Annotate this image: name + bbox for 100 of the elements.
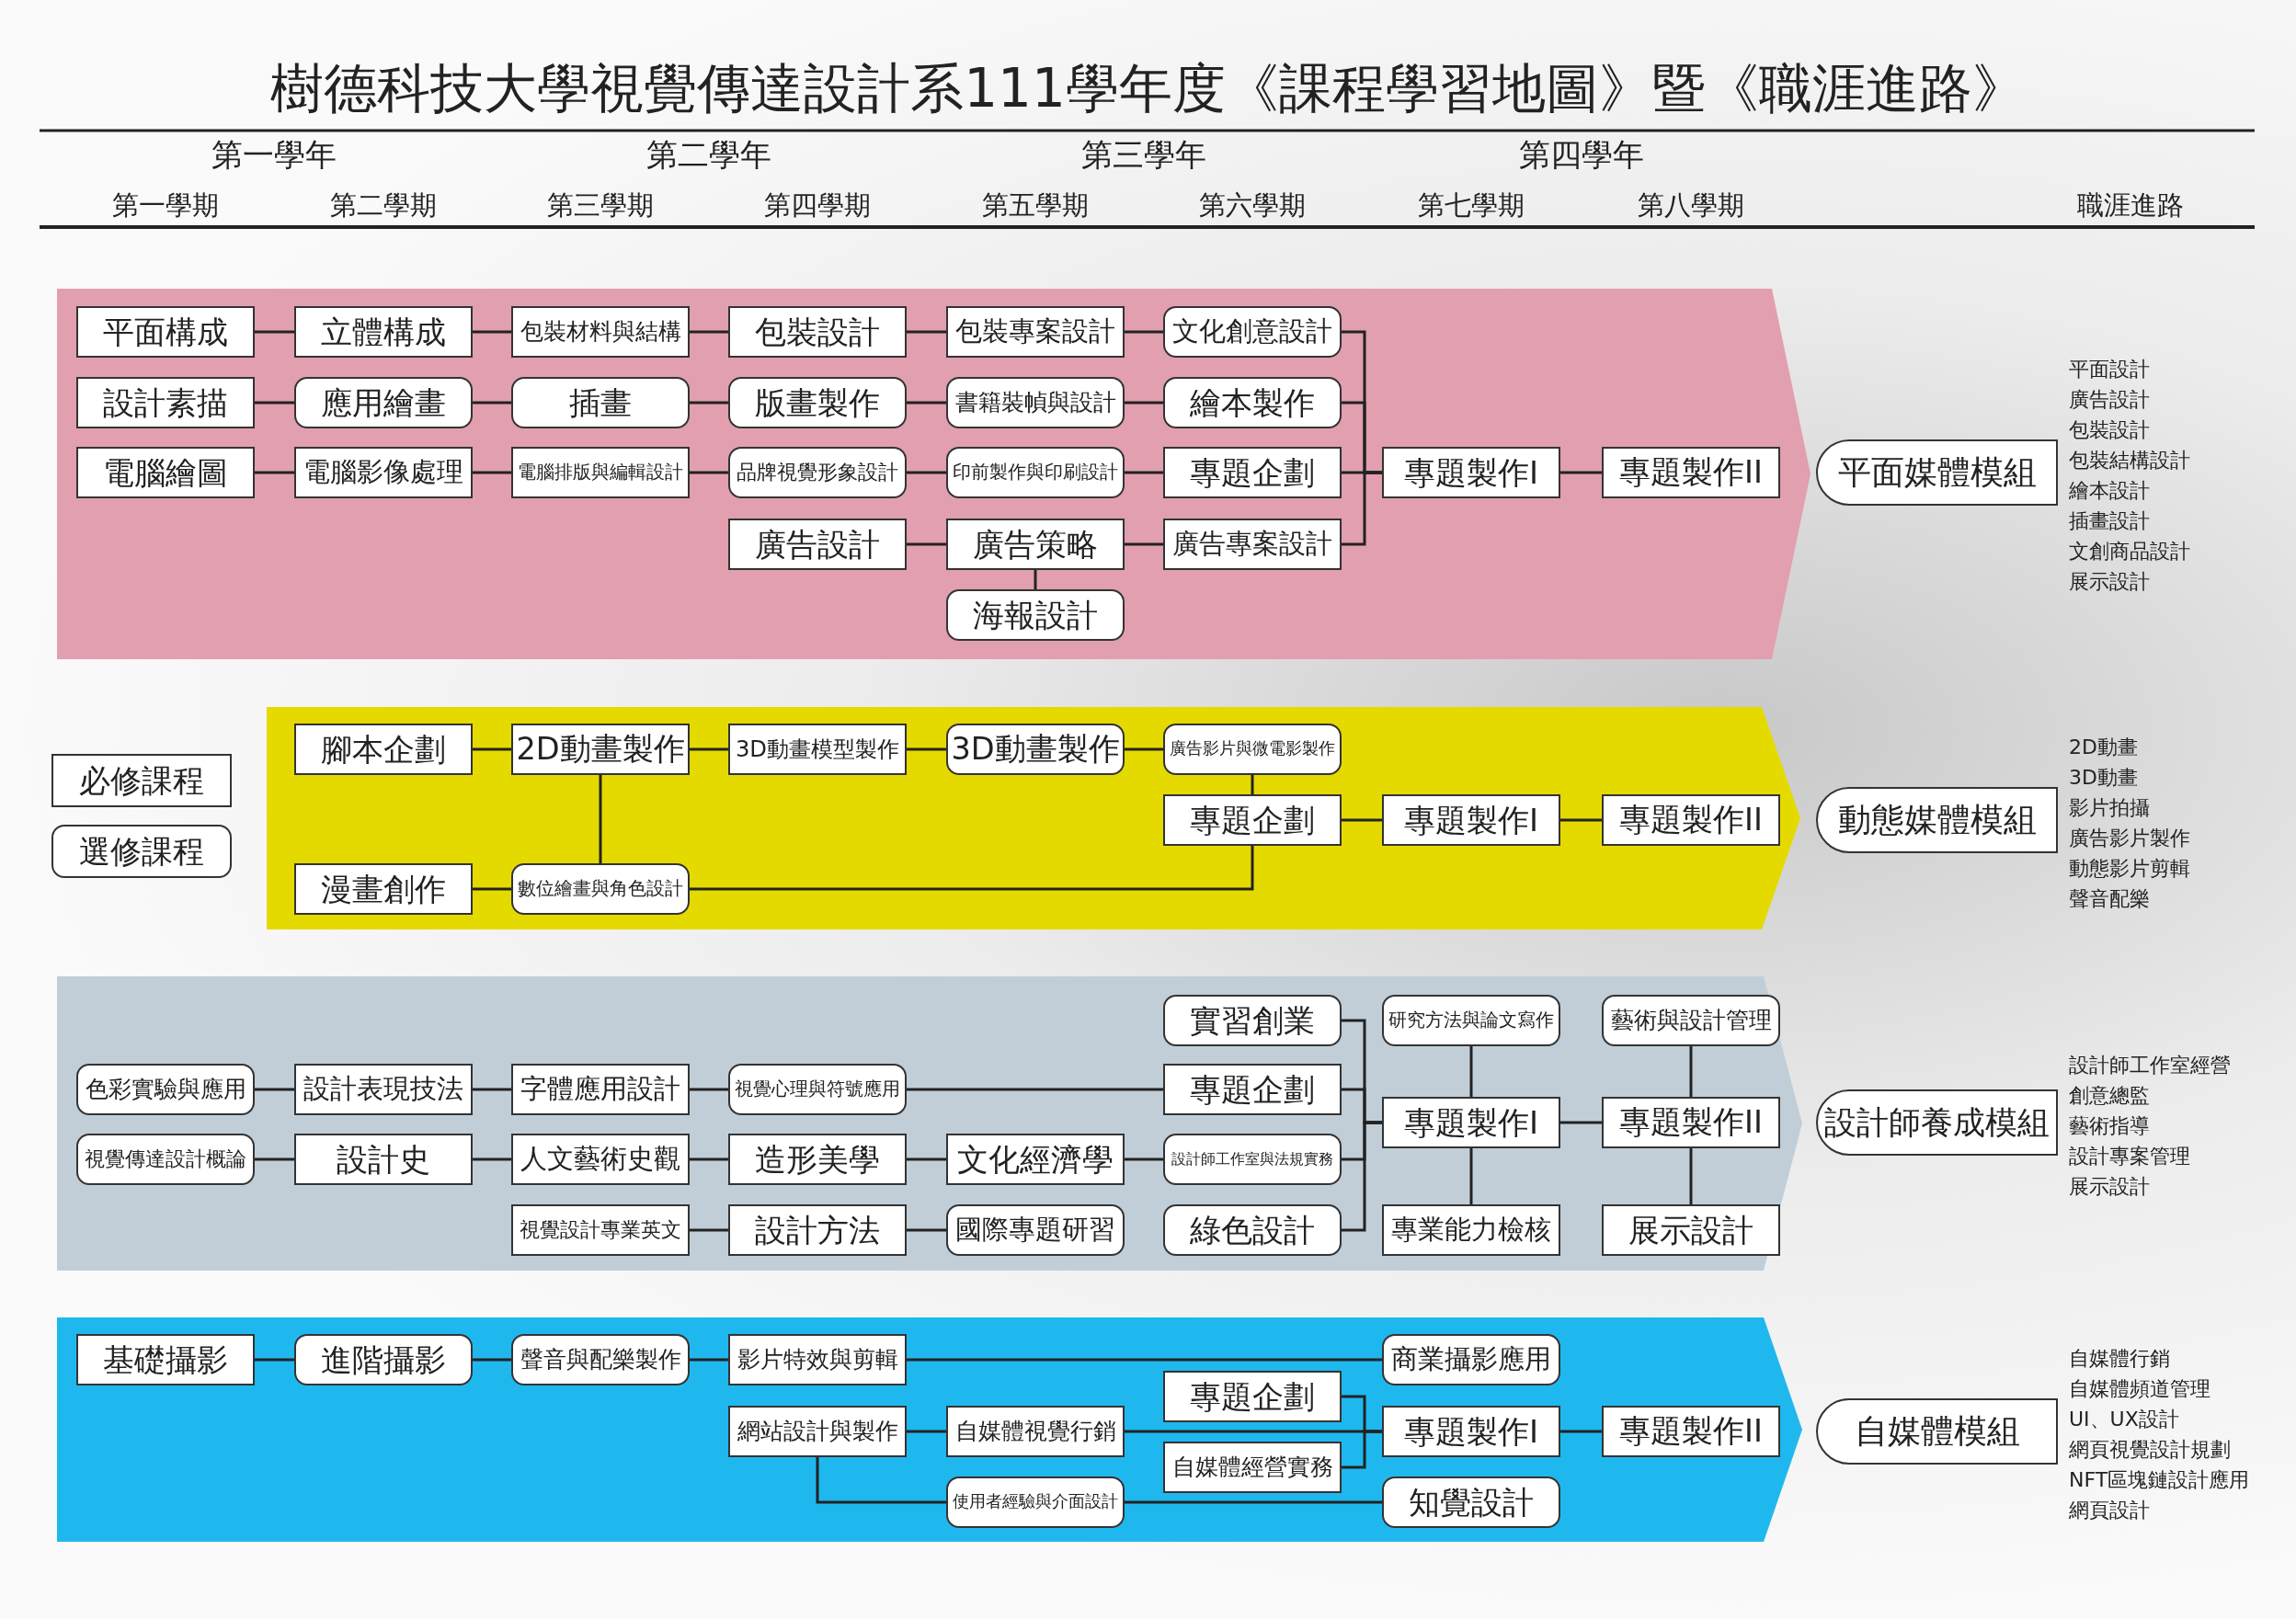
connector-line [473, 747, 511, 751]
module-box: 設計師養成模組 [1816, 1089, 2058, 1156]
course-box: 廣告設計 [728, 519, 907, 570]
connector-line [473, 887, 511, 891]
connector-line [690, 1358, 728, 1362]
connector-line [907, 401, 946, 405]
connector-line [690, 401, 728, 405]
course-box: 專題製作I [1382, 1406, 1560, 1457]
semester-heading: 第二學期 [330, 188, 437, 222]
course-box: 綠色設計 [1163, 1204, 1342, 1256]
course-box: 人文藝術史觀 [511, 1134, 690, 1185]
connector-line [1689, 1046, 1693, 1097]
course-box: 網站設計與製作 [728, 1406, 907, 1457]
course-box: 視覺心理與符號應用 [728, 1064, 907, 1115]
semester-heading: 第三學期 [547, 188, 654, 222]
connector-line [907, 1430, 946, 1433]
career-item: 設計專案管理 [2069, 1143, 2190, 1169]
course-box: 專題製作II [1602, 1097, 1780, 1148]
connector-line [1125, 401, 1163, 405]
career-item: 網頁視覺設計規劃 [2069, 1437, 2231, 1463]
course-box: 設計表現技法 [294, 1064, 473, 1115]
career-item: 展示設計 [2069, 569, 2150, 595]
course-box: 文化經濟學 [946, 1134, 1125, 1185]
course-box: 專題企劃 [1163, 447, 1342, 498]
semester-heading: 第七學期 [1418, 188, 1525, 222]
connector-line [1034, 570, 1037, 589]
career-item: 展示設計 [2069, 1173, 2150, 1200]
connector-line [1125, 1157, 1163, 1161]
course-box: 自媒體視覺行銷 [946, 1406, 1125, 1457]
career-item: 自媒體行銷 [2069, 1346, 2170, 1372]
connector-line [1125, 542, 1163, 546]
course-box: 包裝材料與結構 [511, 306, 690, 358]
course-box: 繪本製作 [1163, 377, 1342, 428]
connector-line [690, 747, 728, 751]
career-item: 創意總監 [2069, 1082, 2150, 1109]
connector-line [907, 1157, 946, 1161]
connector-line [1689, 1148, 1693, 1204]
course-box: 專題企劃 [1163, 1371, 1342, 1422]
course-box: 專題製作I [1382, 794, 1560, 846]
connector-line [1342, 471, 1382, 546]
track-band [57, 976, 1802, 1271]
career-item: 平面設計 [2069, 357, 2150, 382]
career-item: NFT區塊鏈設計應用 [2069, 1467, 2250, 1493]
course-box: 印前製作與印刷設計 [946, 447, 1125, 498]
career-item: 包裝設計 [2069, 417, 2150, 443]
course-box: 電腦繪圖 [76, 447, 255, 498]
course-box: 文化創意設計 [1163, 306, 1342, 358]
year-heading: 第三學年 [1081, 134, 1206, 175]
course-box: 海報設計 [946, 589, 1125, 641]
connector-line [1125, 1500, 1382, 1504]
career-item: 聲音配樂 [2069, 886, 2150, 912]
course-box: 設計史 [294, 1134, 473, 1185]
course-box: 插畫 [511, 377, 690, 428]
track-band [57, 289, 1811, 659]
connector-line [907, 1358, 1382, 1362]
module-box: 自媒體模組 [1816, 1398, 2058, 1465]
course-box: 專題製作II [1602, 794, 1780, 846]
course-box: 漫畫創作 [294, 863, 473, 915]
course-box: 3D動畫製作 [946, 724, 1125, 775]
module-box: 平面媒體模組 [1816, 439, 2058, 506]
semester-heading: 第一學期 [112, 188, 219, 222]
course-box: 電腦排版與編輯設計 [511, 447, 690, 498]
connector-line [255, 1088, 294, 1091]
semester-heading: 第四學期 [764, 188, 871, 222]
course-box: 廣告策略 [946, 519, 1125, 570]
career-item: 影片拍攝 [2069, 795, 2150, 821]
connector-line [1125, 471, 1163, 474]
career-item: 自媒體頻道管理 [2069, 1376, 2210, 1402]
connector-line [473, 401, 511, 405]
semester-heading: 第八學期 [1638, 188, 1744, 222]
connector-line [1342, 1430, 1382, 1469]
course-box: 專題企劃 [1163, 1064, 1342, 1115]
course-box: 展示設計 [1602, 1204, 1780, 1256]
connector-line [907, 471, 946, 474]
connector-line [255, 1157, 294, 1161]
course-box: 實習創業 [1163, 995, 1342, 1046]
connector-line [599, 775, 602, 863]
career-item: 文創商品設計 [2069, 539, 2190, 564]
career-item: 3D動畫 [2069, 765, 2138, 791]
year-heading: 第四學年 [1519, 134, 1644, 175]
connector-line [1125, 330, 1163, 334]
career-item: 動態影片剪輯 [2069, 856, 2190, 882]
course-box: 專題製作II [1602, 447, 1780, 498]
connector-line [816, 1457, 946, 1504]
course-box: 應用繪畫 [294, 377, 473, 428]
career-item: 網頁設計 [2069, 1498, 2150, 1523]
connector-line [1560, 818, 1602, 822]
year-heading: 第二學年 [646, 134, 771, 175]
module-box: 動態媒體模組 [1816, 787, 2058, 853]
career-item: 繪本設計 [2069, 478, 2150, 504]
career-item: UI、UX設計 [2069, 1407, 2179, 1432]
year-heading: 第一學年 [211, 134, 337, 175]
course-box: 2D動畫製作 [511, 724, 690, 775]
course-box: 自媒體經營實務 [1163, 1442, 1342, 1493]
course-box: 造形美學 [728, 1134, 907, 1185]
course-box: 影片特效與剪輯 [728, 1334, 907, 1385]
connector-line [1251, 775, 1254, 794]
course-box: 廣告專案設計 [1163, 519, 1342, 570]
career-item: 藝術指導 [2069, 1112, 2150, 1139]
career-item: 2D動畫 [2069, 735, 2138, 760]
